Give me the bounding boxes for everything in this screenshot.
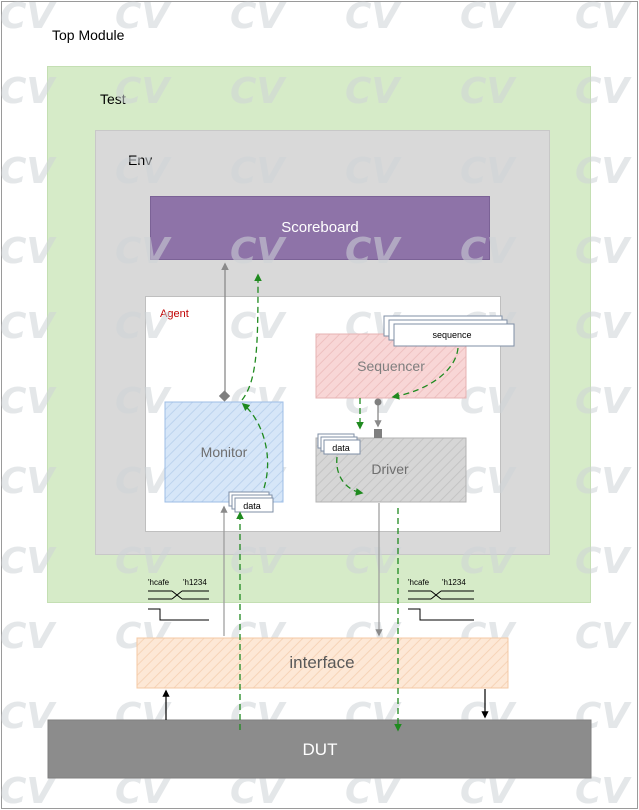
watermark: CV	[345, 0, 402, 37]
monitor-data-stack: data	[228, 491, 274, 513]
env-label: Env	[128, 152, 153, 168]
watermark: CV	[230, 306, 287, 347]
monitor-internal-flow	[241, 402, 269, 489]
driver-internal-flow	[336, 456, 364, 496]
watermark: CV	[115, 0, 172, 37]
watermark: CV	[575, 616, 632, 657]
watermark: CV	[0, 151, 57, 192]
watermark: CV	[575, 71, 632, 112]
watermark: CV	[0, 0, 57, 37]
watermark: CV	[230, 231, 287, 272]
analysis-port-connection	[218, 262, 231, 402]
watermark: CV	[575, 151, 632, 192]
test-label: Test	[100, 91, 126, 107]
waveform-left-value2: 'h1234	[183, 578, 207, 587]
watermark: CV	[0, 381, 57, 422]
watermark: CV	[230, 151, 287, 192]
watermark: CV	[345, 541, 402, 582]
watermark: CV	[460, 151, 517, 192]
watermark: CV	[0, 231, 57, 272]
scoreboard-label: Scoreboard	[281, 219, 359, 236]
waveform-right-value1: 'hcafe	[408, 578, 430, 587]
interface-label: interface	[289, 653, 354, 672]
watermark: CV	[460, 381, 517, 422]
top-module-label: Top Module	[52, 27, 125, 43]
watermark: CV	[0, 541, 57, 582]
sequencer-label: Sequencer	[357, 358, 425, 374]
monitor-box	[164, 401, 284, 503]
watermark: CV	[115, 541, 172, 582]
dut-label: DUT	[303, 740, 338, 759]
agent-label: Agent	[160, 308, 189, 320]
waveform-right-value2: 'h1234	[442, 578, 466, 587]
watermark: CV	[115, 71, 172, 112]
watermark: CV	[575, 381, 632, 422]
driver-label: Driver	[371, 461, 409, 477]
watermark: CV	[230, 541, 287, 582]
watermark: CV	[345, 151, 402, 192]
watermark: CV	[575, 306, 632, 347]
watermark: CV	[0, 461, 57, 502]
monitor-label: Monitor	[201, 444, 248, 460]
watermark: CV	[575, 461, 632, 502]
watermark: CV	[460, 0, 517, 37]
watermark: CV	[115, 151, 172, 192]
waveform-left-value1: 'hcafe	[148, 578, 170, 587]
watermark: CV	[115, 306, 172, 347]
waveform-right	[408, 590, 474, 621]
watermark: CV	[345, 231, 402, 272]
transaction-flow-group	[236, 273, 459, 732]
dut-box	[47, 719, 592, 779]
watermark: CV	[230, 71, 287, 112]
watermark: CV	[345, 71, 402, 112]
watermark: CV	[460, 461, 517, 502]
watermark: CV	[0, 306, 57, 347]
watermark: CV	[0, 616, 57, 657]
waveform-left	[148, 590, 209, 621]
watermark: CV	[0, 71, 57, 112]
scoreboard-box	[150, 196, 490, 260]
watermark: CV	[460, 231, 517, 272]
watermark: CV	[575, 231, 632, 272]
watermark: CV	[115, 231, 172, 272]
driver-data-label: data	[332, 443, 350, 453]
seq-driver-connection	[374, 398, 382, 438]
monitor-data-label: data	[243, 501, 261, 511]
sequence-sequencer-flow	[391, 347, 459, 400]
sequence-stack: sequence	[383, 315, 515, 347]
driver-data-stack: data	[317, 433, 361, 455]
sequence-label: sequence	[432, 330, 471, 340]
watermark: CV	[575, 0, 632, 37]
watermark: CV	[115, 461, 172, 502]
interface-box	[136, 637, 509, 689]
watermark: CV	[460, 541, 517, 582]
watermark: CV	[460, 71, 517, 112]
watermark: CV	[575, 541, 632, 582]
watermark: CV	[115, 381, 172, 422]
watermark: CV	[230, 0, 287, 37]
